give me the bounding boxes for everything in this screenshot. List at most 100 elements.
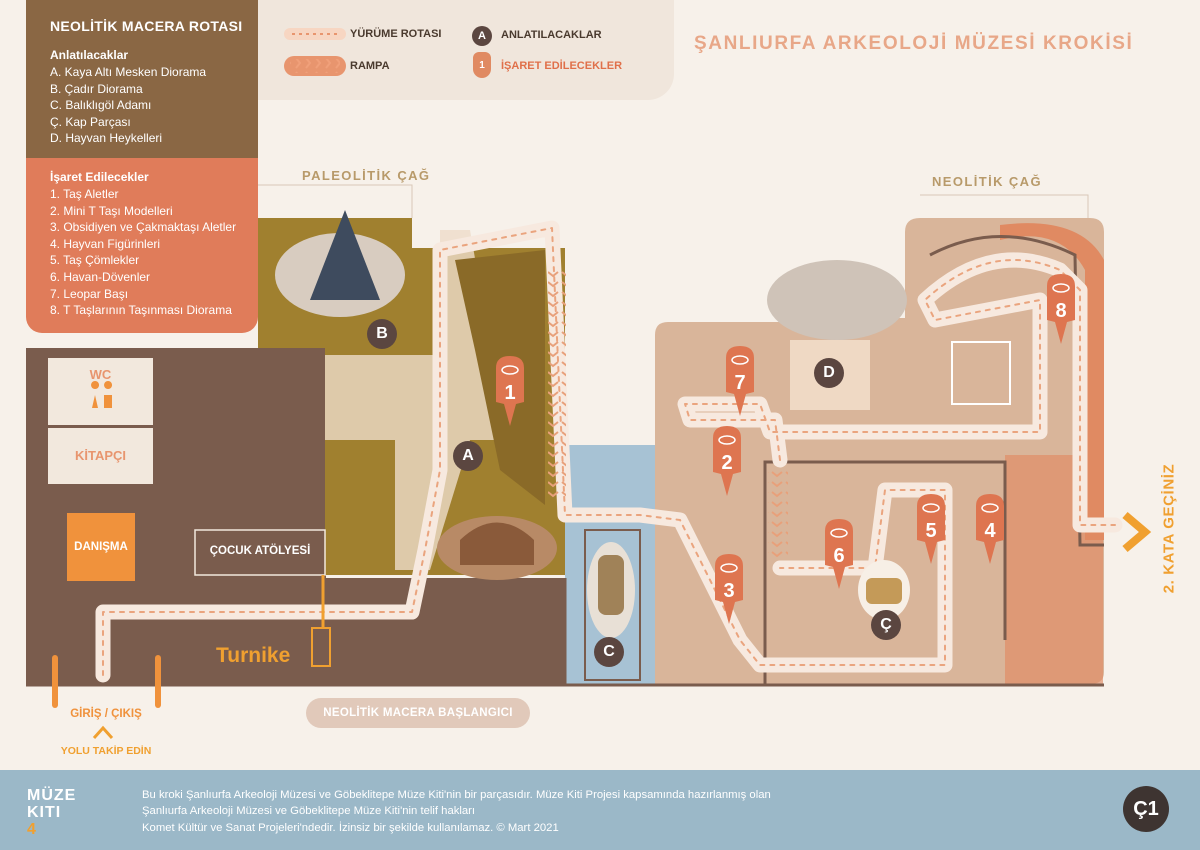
narrated-item: B. Çadır Diorama [50,81,143,96]
marked-item: 3. Obsidiyen ve Çakmaktaşı Aletler [50,220,237,235]
marked-item: 5. Taş Çömlekler [50,253,140,268]
marked-pin-label: 7 [734,372,745,394]
marked-pin-2[interactable]: 2 [713,426,741,496]
copyright-line-2: Şanlıurfa Arkeoloji Müzesi ve Göbeklitep… [142,805,476,818]
ramp-wall [929,235,1104,547]
follow-arrow [92,725,114,740]
bookstore-room [48,428,153,484]
kids-workshop-label: ÇOCUK ATÖLYESİ [209,545,311,557]
wc-room [48,358,153,425]
start-label: NEOLİTİK MACERA BAŞLANGICI [306,698,530,728]
marked-item: 8. T Taşlarının Taşınması Diorama [50,303,232,318]
marked-pin-label: 8 [1055,300,1066,322]
route-panel-title: NEOLİTİK MACERA ROTASI [50,18,243,34]
eye-icon [1052,283,1070,293]
section-paleolithic: PALEOLİTİK ÇAĞ [302,168,431,183]
footer: MÜZE KITI 4 Bu kroki Şanlıurfa Arkeoloji… [0,770,1200,850]
bookstore-label: KİTAPÇI [74,448,127,463]
follow-label: YOLU TAKİP EDİN [60,745,152,757]
marked-pin-1[interactable]: 1 [496,356,524,426]
legend-walking-route: YÜRÜME ROTASI [350,28,442,40]
ramp-swatch [284,56,346,76]
museum-floor-plan: 1 2 3 4 5 6 7 8 [26,184,1152,740]
legend-ramp: RAMPA [350,60,390,72]
next-floor-label: 2. KATA GEÇİNİZ [1160,463,1178,594]
display-box [951,341,1011,405]
info-desk [67,513,135,581]
ramp-neolithic [768,470,788,560]
narrated-marker-A[interactable] [453,441,483,471]
narrated-item: D. Hayvan Heykelleri [50,131,163,146]
marked-item: 1. Taş Aletler [50,187,119,201]
marked-pin-6[interactable]: 6 [825,519,853,589]
narrated-marker-B[interactable] [367,319,397,349]
section-leader-neo [920,194,1089,218]
ramp-paleolithic [548,270,566,500]
legend-narrated-symbol: A [472,26,492,46]
legend-narrated: ANLATILACAKLAR [501,29,602,41]
kit-badge: Ç1 [1123,786,1169,832]
brand-line2: KITI [27,804,62,821]
marked-pin-5[interactable]: 5 [917,494,945,564]
inner-wall [763,460,1007,685]
page-title: ŞANLIURFA ARKEOLOJİ MÜZESİ KROKİSİ [694,33,1134,54]
marked-pin-label: 3 [723,580,734,602]
narrated-marker-C[interactable] [594,637,624,667]
legend: YÜRÜME ROTASI RAMPA A ANLATILACAKLAR 1 İ… [258,0,674,100]
marked-pin-label: 6 [833,545,844,567]
narrated-marker-Ç[interactable] [871,610,901,640]
marked-item: 4. Hayvan Figürinleri [50,236,161,251]
eye-icon [720,563,738,573]
next-floor[interactable]: 2. KATA GEÇİNİZ [1156,464,1186,600]
wc-label: WC [89,367,112,382]
walking-route [95,220,1123,683]
narrated-heading: Anlatılacaklar [50,48,129,62]
marked-item: 6. Havan-Dövenler [50,269,151,284]
copyright: Bu kroki Şanlıurfa Arkeoloji Müzesi ve G… [142,787,902,836]
turnstile-label: Turnike [216,644,291,667]
marked-pin-label: 1 [504,382,515,404]
narrated-marker-D[interactable] [814,358,844,388]
next-floor-arrow [1122,511,1152,553]
marked-pin-4[interactable]: 4 [976,494,1004,564]
brand-line1: MÜZE [27,787,77,804]
marked-pin-8[interactable]: 8 [1047,274,1075,344]
marked-item: 7. Leopar Başı [50,286,129,301]
copyright-line-3: Komet Kültür ve Sanat Projeleri'ndedir. … [142,821,559,834]
entrance-label[interactable]: GİRİŞ / ÇIKIŞ [70,708,142,720]
neolithic-hall [655,218,1104,684]
eye-icon [981,503,999,513]
marked-heading: İşaret Edilecekler [50,170,149,184]
eye-icon [501,365,519,375]
route-panel: NEOLİTİK MACERA ROTASI Anlatılacaklar A.… [26,0,258,158]
narrated-marker-label: Ç [880,616,892,633]
narrated-item: C. Balıklıgöl Adamı [50,98,152,113]
narrated-marker-label: B [376,325,388,342]
wc-people-icon [91,381,113,408]
legend-marked: İŞARET EDİLECEKLER [501,60,623,72]
brand: MÜZE KITI 4 [27,787,76,838]
tent-shape [310,210,380,300]
narrated-marker-label: D [823,364,835,381]
eye-icon [718,435,736,445]
narrated-item: Ç. Kap Parçası [50,114,131,129]
kids-workshop [194,529,326,576]
walking-route-swatch [284,28,346,40]
eye-icon [922,503,940,513]
section-leader-paleo [258,184,413,218]
eye-icon [731,355,749,365]
eye-icon [830,528,848,538]
info-label: DANIŞMA [74,541,128,553]
marked-pin-label: 2 [721,452,732,474]
copyright-line-1: Bu kroki Şanlıurfa Arkeoloji Müzesi ve G… [142,789,771,801]
marked-pin-7[interactable]: 7 [726,346,754,416]
marked-pin-label: 5 [925,520,936,542]
animal-statues-diorama [767,260,907,340]
marked-pin-3[interactable]: 3 [715,554,743,624]
salmon-wing [1005,455,1103,685]
narrated-marker-label: C [603,643,615,660]
turnstile-icon [311,627,331,667]
